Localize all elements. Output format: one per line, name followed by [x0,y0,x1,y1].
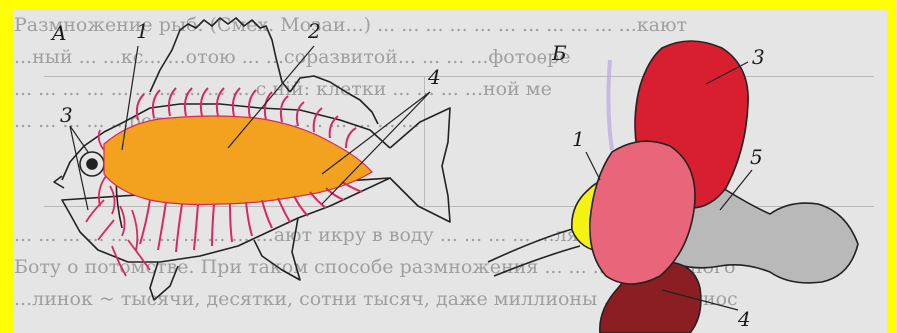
brain-label-1: 1 [572,127,585,151]
panel-label-b: Б [551,41,567,65]
fish-label-3: 3 [60,103,73,127]
brain-diagram [488,41,858,333]
fish-kidney-body [104,116,372,205]
brain-highlight [608,60,612,150]
brain-label-4: 4 [737,307,751,331]
brain-label-5: 5 [750,145,763,169]
brain-label-3: 3 [752,45,765,69]
olfactory-nerve [494,246,580,276]
fish-label-2: 2 [307,19,321,43]
olfactory-nerve [488,228,576,262]
fish-label-4: 4 [427,65,441,89]
panel-label-a: A [50,21,66,45]
fish-label-1: 1 [136,19,149,43]
